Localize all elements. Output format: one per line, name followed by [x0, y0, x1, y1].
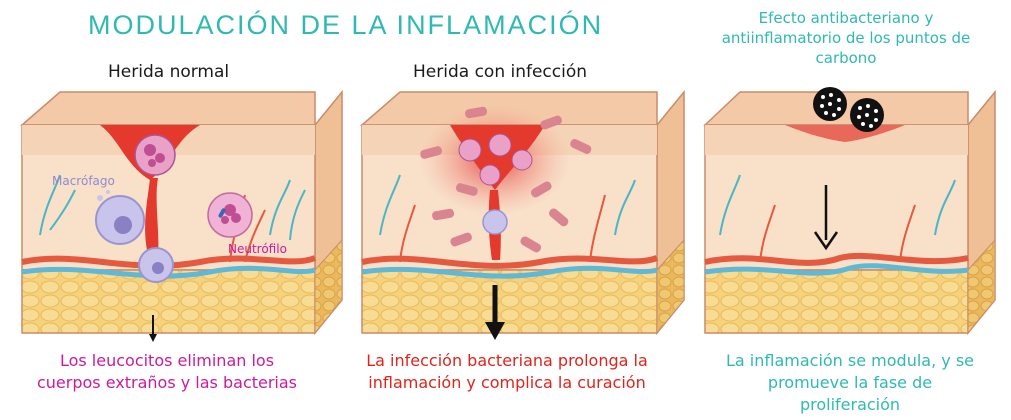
- carbon-heading-line-3: carbono: [815, 49, 877, 67]
- panel-carbon-block: [703, 87, 996, 336]
- caption-carbon: La inflamación se modula, y se promueve …: [700, 350, 1000, 416]
- panel-infection-block: [359, 89, 685, 340]
- carbon-dot-icon: [850, 98, 884, 132]
- panel-normal-block: Macrófago Neutrófilo: [19, 89, 343, 342]
- neutrophil-label: Neutrófilo: [228, 242, 287, 256]
- caption-carbon-line-1: La inflamación se modula, y se: [725, 351, 974, 370]
- caption-carbon-line-2: promueve la fase de: [767, 373, 933, 392]
- caption-infection-line-2: inflamación y complica la curación: [368, 373, 646, 392]
- caption-infection: La infección bacteriana prolonga la infl…: [332, 350, 682, 394]
- caption-normal-line-1: Los leucocitos eliminan los: [59, 351, 275, 370]
- caption-normal-line-2: cuerpos extraños y las bacterias: [36, 373, 298, 392]
- caption-infection-line-1: La infección bacteriana prolonga la: [366, 351, 648, 370]
- macrophage-label: Macrófago: [52, 174, 115, 188]
- diagram-title: MODULACIÓN DE LA INFLAMACIÓN: [88, 10, 604, 40]
- carbon-heading-line-2: antiinflamatorio de los puntos de: [721, 29, 971, 47]
- caption-normal: Los leucocitos eliminan los cuerpos extr…: [22, 350, 312, 394]
- caption-carbon-line-3: proliferación: [799, 395, 901, 414]
- panel-normal-heading: Herida normal: [108, 62, 230, 82]
- panel-infection-heading: Herida con infección: [413, 62, 588, 82]
- panel-carbon-heading: Efecto antibacteriano y antiinflamatorio…: [690, 8, 1002, 68]
- carbon-dot-icon: [813, 87, 847, 121]
- carbon-heading-line-1: Efecto antibacteriano y: [758, 9, 934, 27]
